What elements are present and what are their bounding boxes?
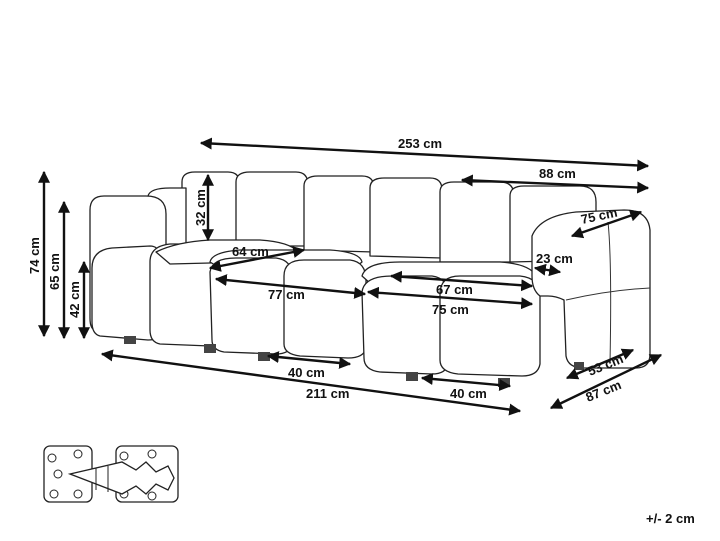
arrow-leg-span-right <box>420 373 512 391</box>
label-total-depth: 87 cm <box>584 377 624 405</box>
label-base-width: 211 cm <box>306 386 349 401</box>
arrow-seat-depth-left <box>208 246 306 272</box>
back-cushion-5 <box>439 181 515 263</box>
seat-middle-right <box>283 259 367 359</box>
label-back-cushion-height: 32 cm <box>193 189 208 226</box>
sofa-illustration <box>89 171 651 387</box>
arrow-total-width <box>199 137 650 172</box>
arrow-armrest-width <box>533 263 562 277</box>
arrow-seat-depth-right <box>389 270 534 292</box>
arrow-base-width <box>100 349 522 416</box>
right-armrest-seam <box>565 287 651 301</box>
label-armrest-height: 65 cm <box>47 253 62 290</box>
label-seat-depth-right: 67 cm <box>436 282 473 297</box>
seat-middle-left <box>209 257 293 355</box>
connector-clip-icon <box>43 445 179 503</box>
arrow-seat-width-right <box>460 174 650 194</box>
arrow-armrest-depth <box>570 209 643 239</box>
leg-6 <box>574 362 584 370</box>
label-seat-width-right: 88 cm <box>539 166 576 181</box>
back-cushion-4 <box>369 177 443 259</box>
label-total-height: 74 cm <box>27 237 42 274</box>
back-cushion-2 <box>235 171 309 247</box>
label-total-width: 253 cm <box>398 136 442 151</box>
label-seat-width-middle: 77 cm <box>268 287 305 302</box>
label-seat-width-right-lower: 75 cm <box>432 302 469 317</box>
dimension-arrows <box>38 137 663 416</box>
label-leg-span-right: 40 cm <box>450 386 487 401</box>
label-armrest-width: 23 cm <box>536 251 573 266</box>
leg-1 <box>124 336 136 344</box>
leg-4 <box>406 372 418 381</box>
leg-2 <box>204 344 216 353</box>
back-cushion-1 <box>181 171 241 251</box>
arrow-seat-width-right-lower <box>366 286 534 310</box>
label-leg-span-middle: 40 cm <box>288 365 325 380</box>
label-armrest-depth: 75 cm <box>580 205 619 227</box>
tolerance-note: +/- 2 cm <box>646 511 695 526</box>
arrow-total-depth <box>549 353 663 410</box>
label-seat-height: 42 cm <box>67 281 82 318</box>
back-cushion-3 <box>303 175 375 253</box>
arrow-seat-width-middle <box>214 274 367 299</box>
label-seat-depth-left: 64 cm <box>232 244 269 259</box>
